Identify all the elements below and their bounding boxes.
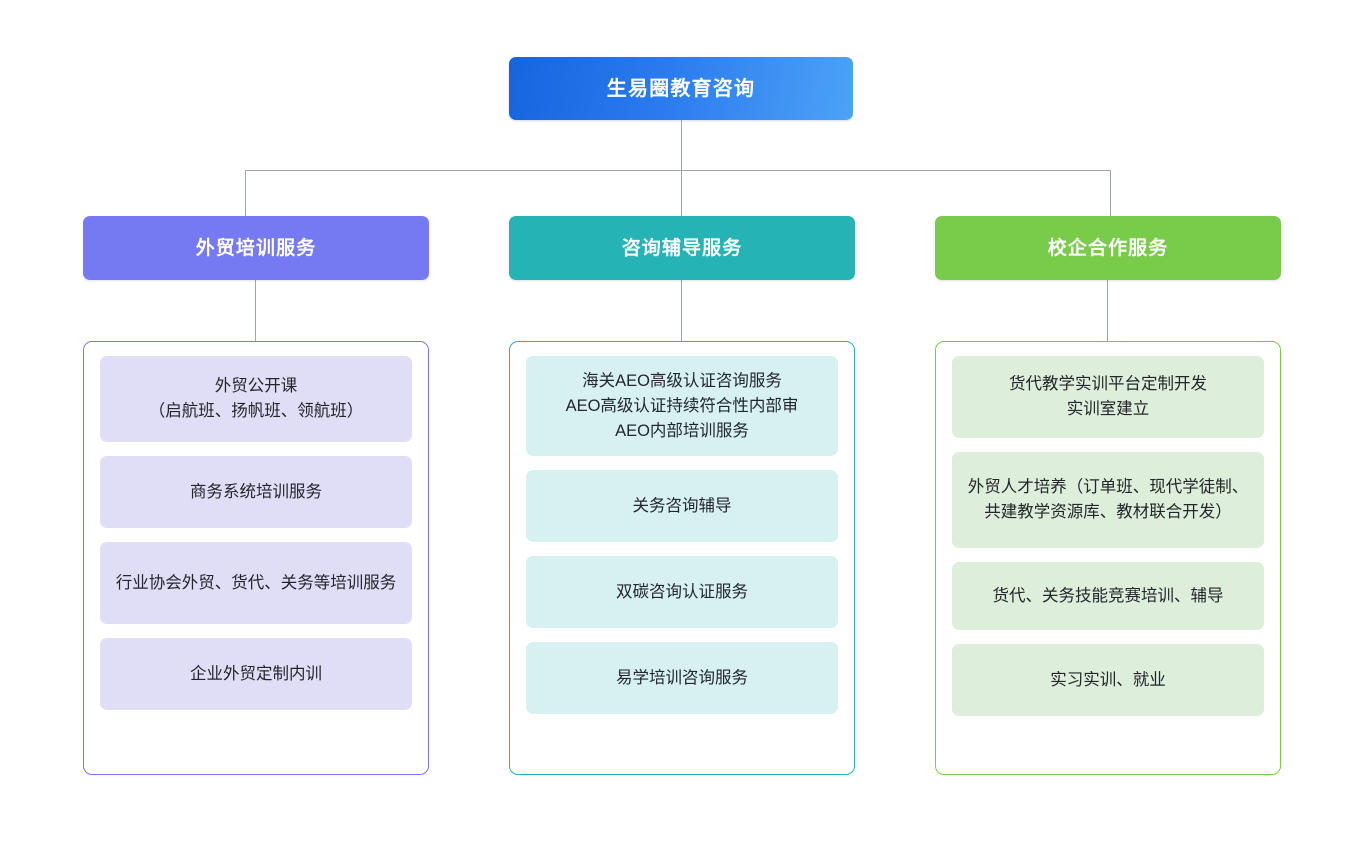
branch-header-zixun-fudao[interactable]: 咨询辅导服务 <box>509 216 855 280</box>
connector-horizontal-bus <box>245 170 1111 171</box>
connector-drop-branch-2 <box>681 170 682 216</box>
leaf-item[interactable]: 行业协会外贸、货代、关务等培训服务 <box>100 542 412 624</box>
connector-stub-branch-1 <box>255 280 256 341</box>
leaf-item[interactable]: 海关AEO高级认证咨询服务 AEO高级认证持续符合性内部审 AEO内部培训服务 <box>526 356 838 457</box>
branch-panel-zixun-fudao: 海关AEO高级认证咨询服务 AEO高级认证持续符合性内部审 AEO内部培训服务 … <box>509 341 855 775</box>
leaf-item[interactable]: 企业外贸定制内训 <box>100 638 412 710</box>
connector-drop-branch-1 <box>245 170 246 216</box>
connector-root-stem <box>681 120 682 170</box>
leaf-item[interactable]: 双碳咨询认证服务 <box>526 556 838 629</box>
branch-column-xiaoqi-hezuo: 校企合作服务 货代教学实训平台定制开发 实训室建立 外贸人才培养（订单班、现代学… <box>935 216 1281 775</box>
connector-stub-branch-3 <box>1107 280 1108 341</box>
branch-header-label: 外贸培训服务 <box>195 237 317 259</box>
branch-column-zixun-fudao: 咨询辅导服务 海关AEO高级认证咨询服务 AEO高级认证持续符合性内部审 AEO… <box>509 216 855 775</box>
leaf-item[interactable]: 货代教学实训平台定制开发 实训室建立 <box>952 356 1264 438</box>
leaf-item[interactable]: 商务系统培训服务 <box>100 456 412 528</box>
root-node-label: 生易圈教育咨询 <box>606 77 756 100</box>
leaf-item[interactable]: 货代、关务技能竞赛培训、辅导 <box>952 562 1264 630</box>
leaf-item[interactable]: 外贸公开课 （启航班、扬帆班、领航班） <box>100 356 412 442</box>
connector-drop-branch-3 <box>1110 170 1111 216</box>
branch-column-waimao-peixun: 外贸培训服务 外贸公开课 （启航班、扬帆班、领航班） 商务系统培训服务 行业协会… <box>83 216 429 775</box>
root-node[interactable]: 生易圈教育咨询 <box>509 57 853 120</box>
leaf-item[interactable]: 外贸人才培养（订单班、现代学徒制、共建教学资源库、教材联合开发） <box>952 452 1264 548</box>
leaf-item[interactable]: 易学培训咨询服务 <box>526 642 838 715</box>
branch-panel-waimao-peixun: 外贸公开课 （启航班、扬帆班、领航班） 商务系统培训服务 行业协会外贸、货代、关… <box>83 341 429 775</box>
connector-stub-branch-2 <box>681 280 682 341</box>
branch-panel-xiaoqi-hezuo: 货代教学实训平台定制开发 实训室建立 外贸人才培养（订单班、现代学徒制、共建教学… <box>935 341 1281 775</box>
leaf-item[interactable]: 关务咨询辅导 <box>526 470 838 543</box>
branch-header-waimao-peixun[interactable]: 外贸培训服务 <box>83 216 429 280</box>
branch-header-label: 校企合作服务 <box>1047 237 1169 259</box>
branch-header-xiaoqi-hezuo[interactable]: 校企合作服务 <box>935 216 1281 280</box>
branch-header-label: 咨询辅导服务 <box>621 237 743 259</box>
leaf-item[interactable]: 实习实训、就业 <box>952 644 1264 716</box>
